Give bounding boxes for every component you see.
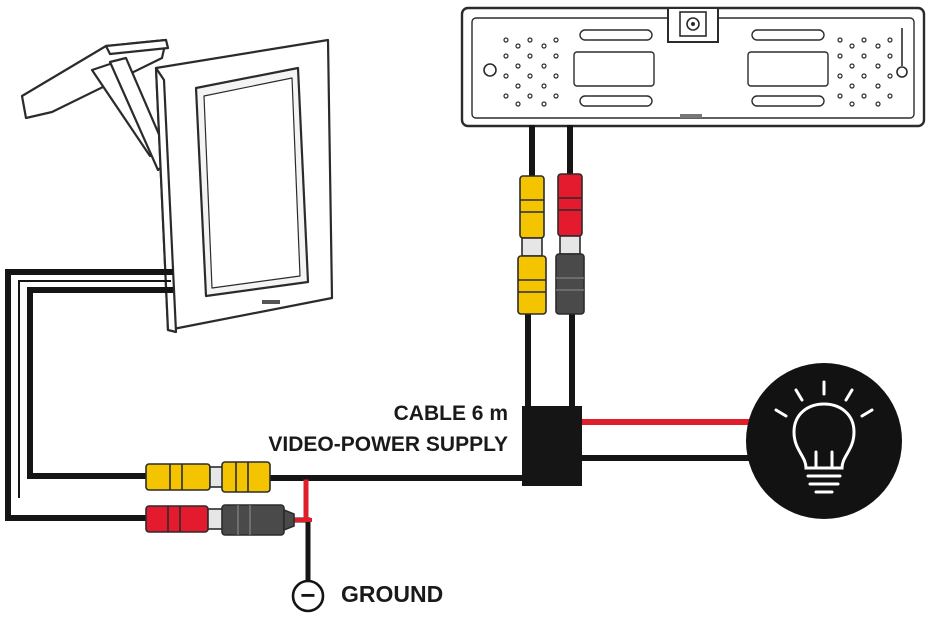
monitor-cable-inner — [27, 287, 173, 479]
wiring — [5, 125, 755, 585]
cable-type-label: VIDEO-POWER SUPPLY — [268, 433, 508, 456]
monitor-icon — [20, 38, 334, 334]
ground-label: GROUND — [341, 581, 444, 607]
cable-length-label: CABLE 6 m — [393, 402, 508, 425]
ground-symbol-icon: − — [291, 579, 325, 613]
cable-label: CABLE 6 m VIDEO-POWER SUPPLY — [268, 398, 508, 460]
monitor-video-connector — [145, 461, 271, 493]
light-bulb-icon — [746, 363, 902, 519]
ground-symbol: − — [300, 580, 315, 610]
monitor-power-connector — [145, 504, 295, 536]
license-plate-camera-icon — [460, 6, 926, 128]
monitor-cable-outer — [5, 269, 173, 521]
ground-wire-black — [283, 517, 311, 585]
camera-power-connector — [555, 173, 585, 315]
camera-video-connector — [517, 175, 547, 315]
cable-junction-box — [522, 406, 582, 486]
